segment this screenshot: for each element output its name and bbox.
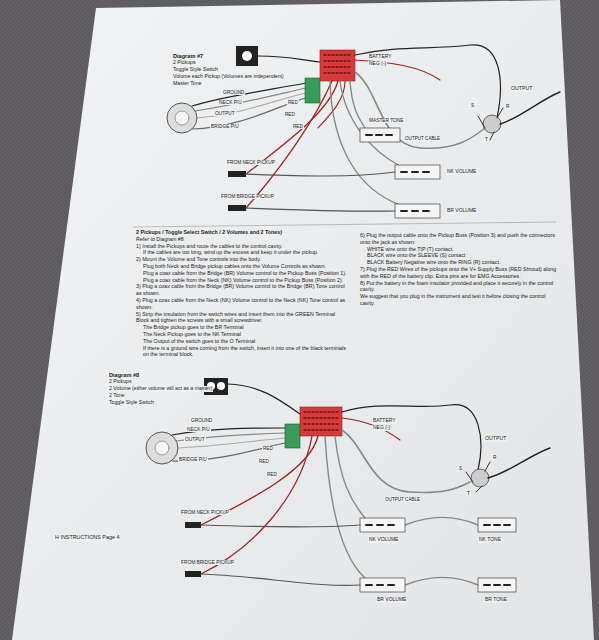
instruction-line: Plug both Neck and Bridge pickup cables … (136, 263, 348, 270)
instruction-line: 2 Pickups / Toggle Select Switch / 2 Vol… (136, 229, 348, 236)
wire-label: S (458, 466, 463, 471)
wire-label: RED (266, 472, 278, 477)
instruction-line: WHITE wire onto the TIP (T) contact. (360, 246, 558, 253)
wire-label: R (492, 455, 497, 460)
wire-label: BATTERY (368, 54, 393, 60)
wire-label: OUTPUT CABLE (384, 497, 421, 502)
instruction-line: 2) Mount the Volume and Tone controls in… (136, 256, 348, 263)
wire-label: FROM BRIDGE PICKUP (220, 194, 275, 199)
diagram-subtitle: 2 Tone (108, 393, 125, 399)
instruction-column: 2 Pickups / Toggle Select Switch / 2 Vol… (136, 229, 348, 358)
wire-label: BRIDGE P/U (210, 124, 240, 129)
wire-label: BRIDGE P/U (178, 457, 208, 462)
diagram-subtitle: Toggle Style Switch (172, 67, 219, 73)
instruction-line: Plug a coax cable from the Bridge (BR) V… (136, 270, 348, 277)
diagram-subtitle: 2 Pickups (172, 60, 197, 66)
diagram-subtitle: Volume each Pickup (Volumes are independ… (172, 74, 285, 80)
wire-label: RED (284, 112, 296, 117)
instruction-line: 8) Put the battery in the foam insulator… (360, 280, 558, 294)
wire-label: MASTER TONE (368, 118, 404, 123)
instruction-line: 7) Plug the RED Wires of the pickups ont… (360, 266, 558, 280)
wire-label: BATTERY (372, 418, 397, 424)
instruction-line: Refer to Diagram #8 (136, 236, 348, 243)
wire-label: FROM NECK PICKUP (180, 510, 230, 515)
wire-label: OUTPUT (510, 86, 533, 92)
wire-label: T (466, 491, 471, 496)
wire-label: OUTPUT (214, 111, 236, 116)
instruction-line: We suggest that you plug in the instrume… (360, 293, 558, 307)
instruction-line: 4) Plug a coax cable from the Neck (NK) … (136, 297, 348, 311)
wire-label: NK VOLUME (446, 169, 477, 175)
instruction-line: 5) Strip the insulation from the switch … (136, 311, 348, 325)
instruction-line: 1) Install the Pickups and route the cab… (136, 243, 348, 250)
instruction-line: The Neck Pickup goes to the NK Terminal (136, 331, 348, 338)
diagram-subtitle: 2 Volume (either volume will act as a ma… (108, 386, 213, 392)
wire-label: NEG (-) (368, 61, 387, 67)
instruction-line: If the cables are too long, wind up the … (136, 249, 348, 256)
wire-label: NEG (-) (372, 425, 391, 431)
instruction-line: The Bridge pickup goes to the BR Termina… (136, 324, 348, 331)
diagram-heading: Diagram #8 (108, 372, 140, 378)
page-footer: H INSTRUCTIONS Page 4 (54, 535, 120, 541)
wire-label: GROUND (222, 90, 245, 95)
wire-label: BR TONE (484, 597, 508, 603)
wire-label: FROM BRIDGE PICKUP (180, 560, 235, 565)
instruction-column: 6) Plug the output cable onto the Pickup… (360, 232, 558, 307)
diagram-subtitle: Toggle Style Switch (108, 400, 155, 406)
instruction-line: 3) Plug a coax cable from the Bridge (BR… (136, 283, 348, 297)
instruction-line: BLACK Battery Negative wire onto the RIN… (360, 259, 558, 266)
wire-label: RED (292, 124, 304, 129)
instruction-line: If there is a ground wire coming from th… (136, 345, 348, 359)
wire-label: BR VOLUME (446, 208, 477, 214)
instruction-line: The Output of the switch goes to the O T… (136, 338, 348, 345)
wire-label: FROM NECK PICKUP (226, 160, 276, 165)
wire-label: BR VOLUME (376, 597, 407, 603)
wire-label: OUTPUT (484, 436, 507, 442)
diagram-subtitle: 2 Pickups (108, 379, 133, 385)
wire-label: R (505, 104, 510, 109)
wire-label: NECK P/U (218, 100, 243, 105)
wire-label: RED (287, 100, 299, 105)
instruction-line: BLACK wire onto the SLEEVE (S) contact (360, 252, 558, 259)
wire-label: T (484, 137, 489, 142)
wire-label: RED (258, 459, 270, 464)
wire-label: GROUND (190, 418, 213, 423)
instruction-line: Plug a coax cable from the Neck (NK) Vol… (136, 277, 348, 284)
wire-label: NK VOLUME (368, 537, 399, 543)
wire-label: S (470, 103, 475, 108)
wire-label: NECK P/U (186, 427, 211, 432)
wire-label: RED (262, 446, 274, 451)
wire-label: NK TONE (478, 537, 502, 543)
diagram-subtitle: Master Tone (172, 81, 202, 87)
wire-label: OUTPUT (184, 437, 206, 442)
instruction-line: 6) Plug the output cable onto the Pickup… (360, 232, 558, 246)
diagram-heading: Diagram #7 (172, 53, 204, 59)
wire-label: OUTPUT CABLE (404, 136, 441, 141)
